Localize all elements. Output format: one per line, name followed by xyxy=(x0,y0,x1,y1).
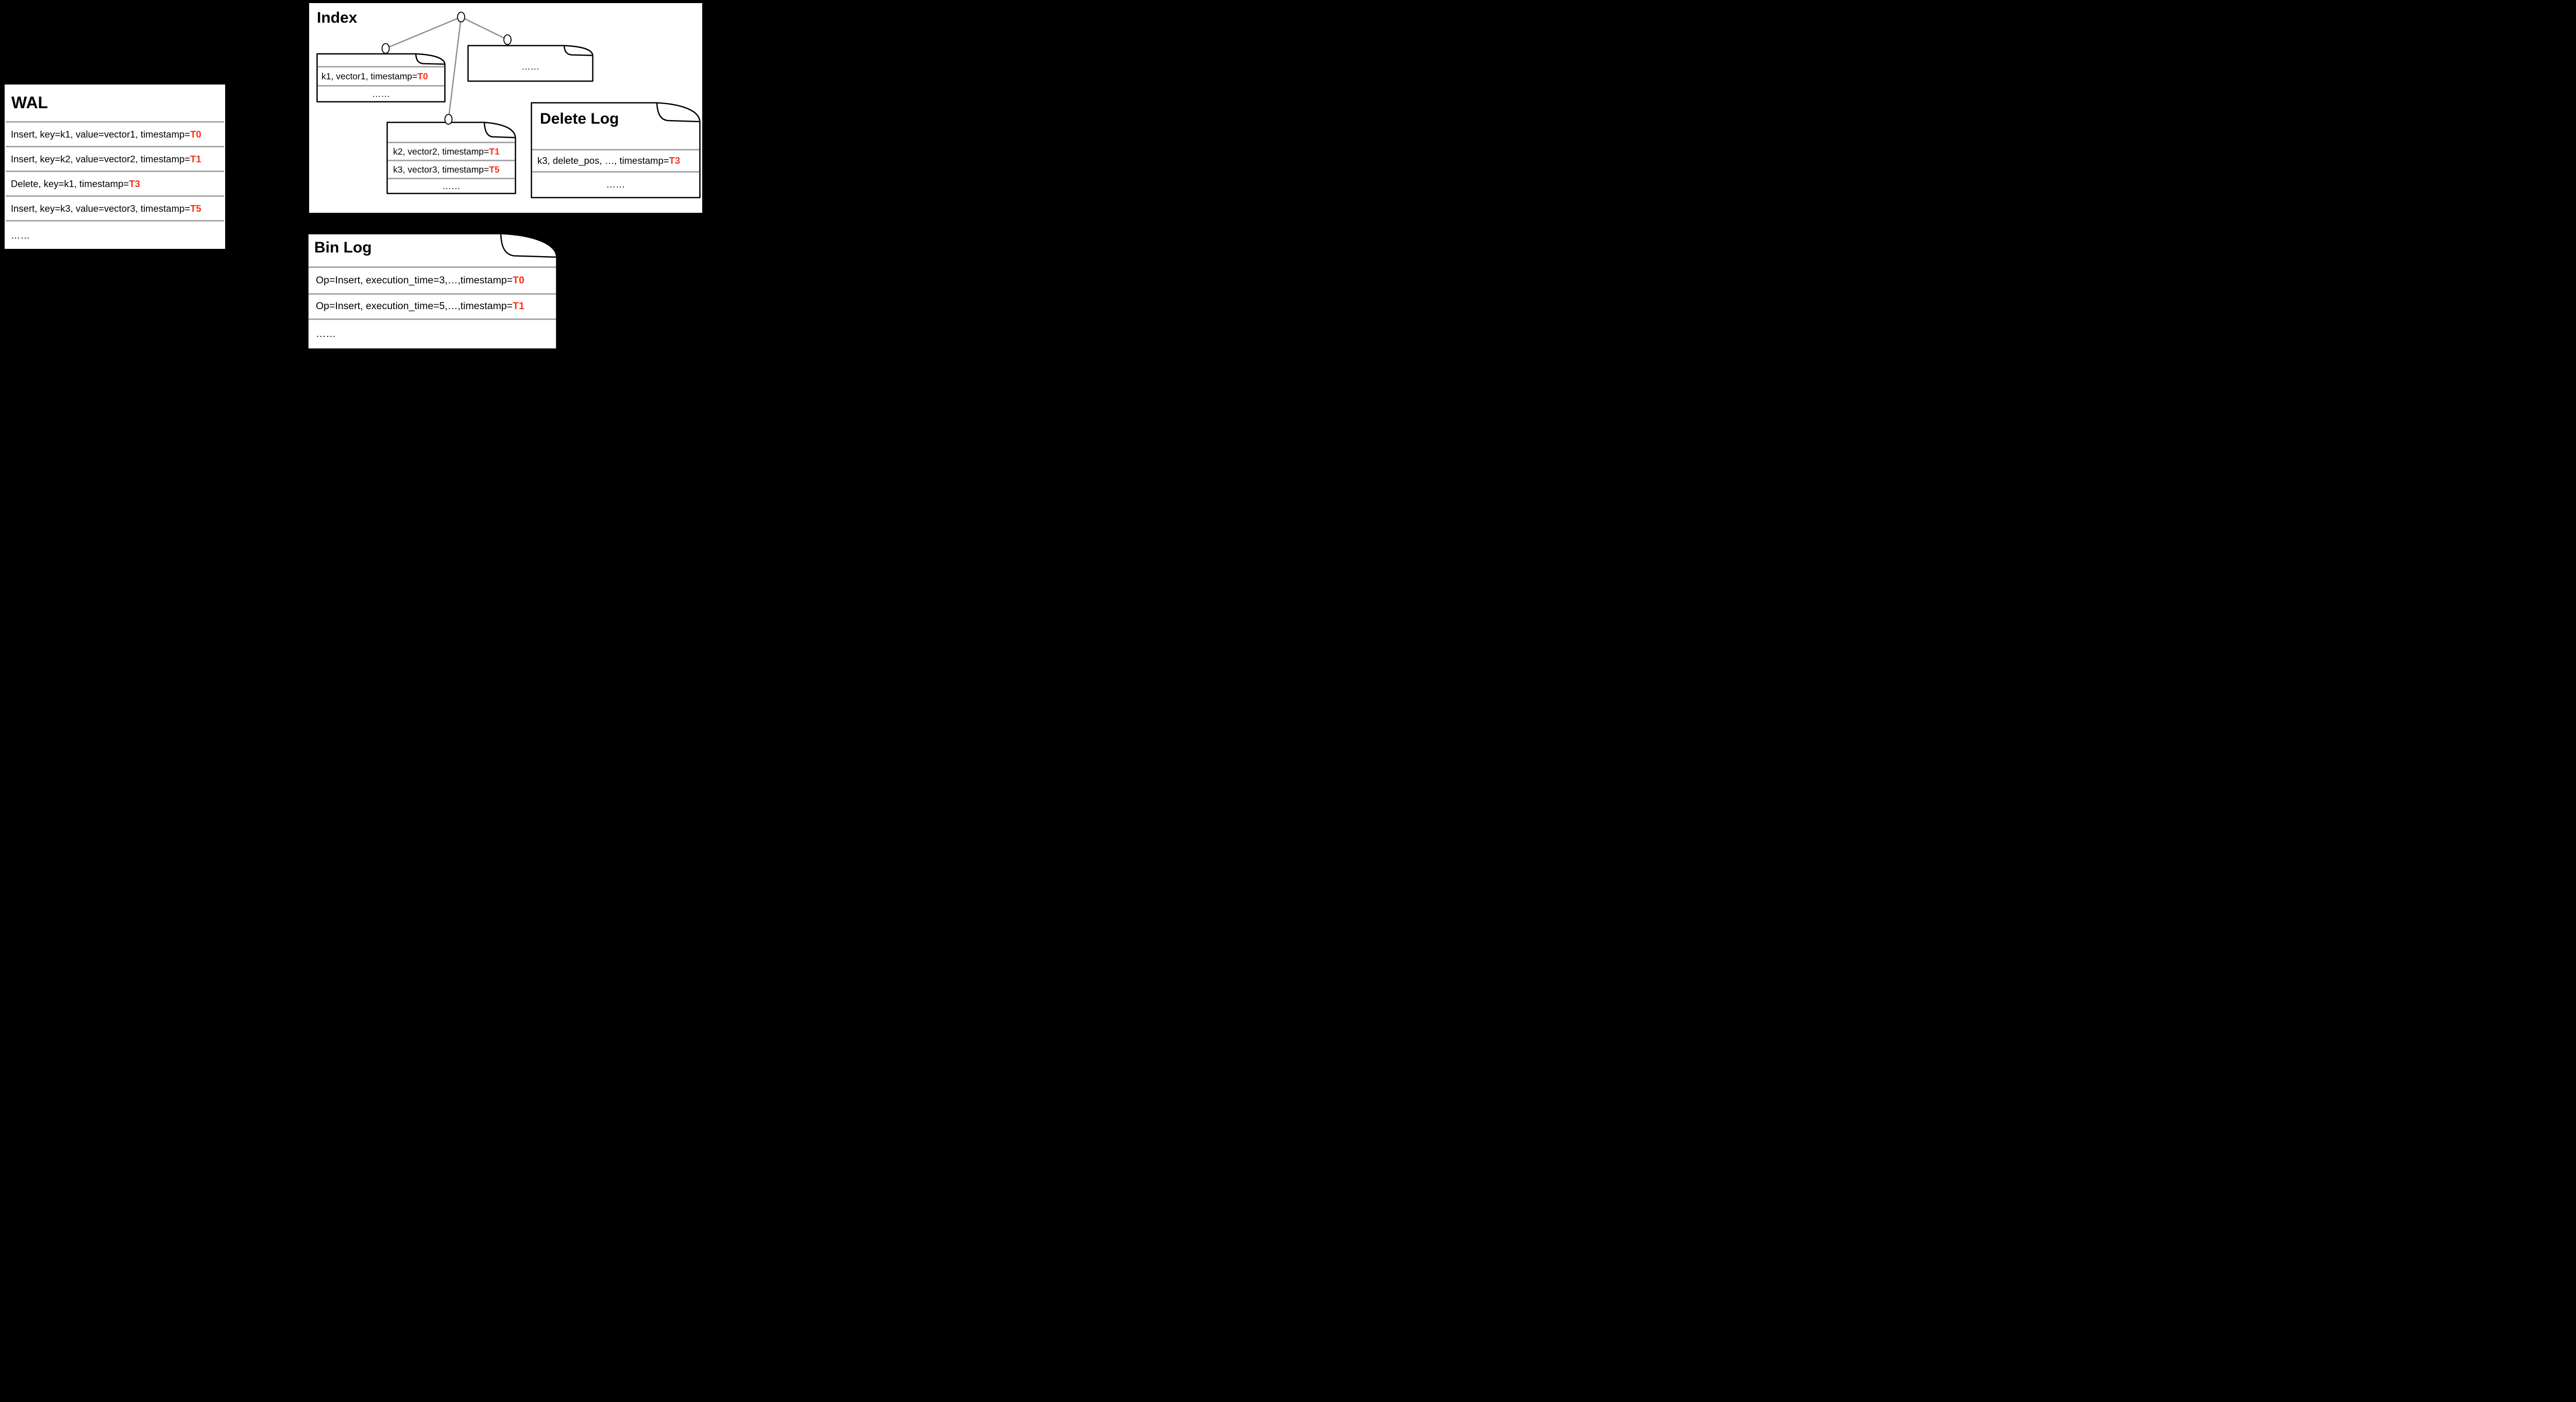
delete-log-panel: Delete Log k3, delete_pos, …, timestamp=… xyxy=(531,102,701,198)
wal-title: WAL xyxy=(11,93,48,112)
ellipsis-text: …… xyxy=(521,61,539,72)
tree-root-node xyxy=(457,11,465,23)
timestamp-value: T5 xyxy=(190,202,201,214)
page-fold-icon xyxy=(563,45,593,56)
delete-log-ellipsis-row: …… xyxy=(532,171,699,196)
page-outline xyxy=(307,232,557,350)
timestamp-value: T3 xyxy=(669,155,681,166)
ellipsis-text: …… xyxy=(442,181,461,191)
page-outline xyxy=(386,122,516,194)
timestamp-value: T0 xyxy=(190,128,201,140)
segment-row: k3, vector3, timestamp=T5 xyxy=(388,160,515,178)
wal-row-text: Insert, key=k3, value=vector3, timestamp… xyxy=(11,202,191,214)
wal-row-text: Insert, key=k1, value=vector1, timestamp… xyxy=(11,128,191,140)
index-title: Index xyxy=(317,9,358,26)
segment-row: k2, vector2, timestamp=T1 xyxy=(388,142,515,160)
wal-row: Delete, key=k1, timestamp=T3 xyxy=(6,171,224,195)
timestamp-value: T0 xyxy=(513,274,524,286)
wal-row-text: Delete, key=k1, timestamp= xyxy=(11,178,129,189)
bin-log-row: Op=Insert, execution_time=3,…,timestamp=… xyxy=(309,266,556,293)
segment-row-text: k3, vector3, timestamp= xyxy=(393,164,489,175)
segment-ellipsis-row: …… xyxy=(468,54,592,80)
tree-edge xyxy=(461,16,508,41)
delete-log-row: k3, delete_pos, …, timestamp=T3 xyxy=(532,149,699,171)
timestamp-value: T0 xyxy=(417,71,428,81)
wal-row: Insert, key=k1, value=vector1, timestamp… xyxy=(6,121,224,146)
page-fold-icon xyxy=(500,233,557,258)
segment-ellipsis-row: …… xyxy=(388,178,515,193)
timestamp-value: T5 xyxy=(489,164,500,175)
ellipsis-text: …… xyxy=(606,179,625,190)
ellipsis-text: …… xyxy=(316,328,336,340)
tree-node xyxy=(381,43,390,54)
timestamp-value: T1 xyxy=(513,300,524,312)
bin-log-panel: Bin Log Op=Insert, execution_time=3,…,ti… xyxy=(307,232,557,350)
wal-panel: WAL Insert, key=k1, value=vector1, times… xyxy=(4,83,226,250)
index-panel: Index k1, vector1, timestamp=T0 …… xyxy=(309,3,702,213)
ellipsis-text: …… xyxy=(372,88,390,99)
index-more-page: …… xyxy=(467,44,594,82)
tree-edge xyxy=(385,16,462,49)
delete-log-row-text: k3, delete_pos, …, timestamp= xyxy=(537,155,669,166)
tree-edge xyxy=(448,16,462,120)
timestamp-value: T3 xyxy=(129,178,140,189)
page-fold-icon xyxy=(415,53,445,65)
segment-row: k1, vector1, timestamp=T0 xyxy=(318,66,444,85)
page-outline xyxy=(316,53,446,103)
bin-log-ellipsis-row: …… xyxy=(309,318,556,348)
index-segment-page-2: k2, vector2, timestamp=T1 k3, vector3, t… xyxy=(386,122,516,194)
tree-node xyxy=(503,34,512,45)
wal-row-text: Insert, key=k2, value=vector2, timestamp… xyxy=(11,153,191,164)
wal-row: Insert, key=k3, value=vector3, timestamp… xyxy=(6,195,224,220)
bin-log-title: Bin Log xyxy=(314,239,372,256)
timestamp-value: T1 xyxy=(190,153,201,164)
diagram-canvas: WAL Insert, key=k1, value=vector1, times… xyxy=(0,0,704,350)
segment-ellipsis-row: …… xyxy=(318,85,444,101)
bin-log-row: Op=Insert, execution_time=5,…,timestamp=… xyxy=(309,293,556,318)
wal-row: Insert, key=k2, value=vector2, timestamp… xyxy=(6,146,224,171)
ellipsis-text: …… xyxy=(11,229,30,241)
index-segment-page-1: k1, vector1, timestamp=T0 …… xyxy=(316,53,446,103)
delete-log-title: Delete Log xyxy=(540,110,619,127)
timestamp-value: T1 xyxy=(489,146,500,157)
segment-row-text: k2, vector2, timestamp= xyxy=(393,146,489,157)
page-fold-icon xyxy=(483,122,516,139)
page-fold-icon xyxy=(656,102,700,122)
page-outline xyxy=(467,44,594,82)
bin-log-row-text: Op=Insert, execution_time=3,…,timestamp= xyxy=(316,274,513,286)
segment-row-text: k1, vector1, timestamp= xyxy=(321,71,418,81)
bin-log-row-text: Op=Insert, execution_time=5,…,timestamp= xyxy=(316,300,513,312)
wal-ellipsis-row: …… xyxy=(6,220,224,249)
